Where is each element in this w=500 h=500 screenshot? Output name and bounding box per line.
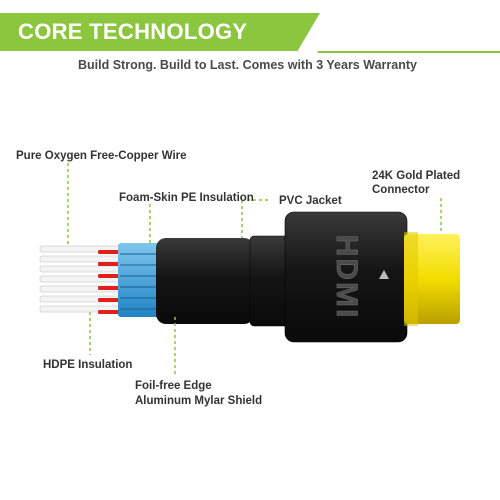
gold-connector-front: [404, 232, 418, 326]
leader-lines: [67, 163, 442, 377]
red-tip: [98, 262, 120, 266]
red-tip: [98, 310, 120, 314]
foil-label-line2: Aluminum Mylar Shield: [135, 395, 262, 407]
tagline-rule: [317, 51, 500, 53]
foil-label-line1: Foil-free Edge: [135, 380, 212, 392]
copper-wire-label: Pure Oxygen Free-Copper Wire: [16, 150, 187, 162]
plug-arrow-icon: [379, 270, 389, 279]
page-title: CORE TECHNOLOGY: [18, 19, 248, 44]
red-tip: [98, 298, 120, 302]
red-copper-tips: [98, 250, 120, 314]
red-tip: [98, 274, 120, 278]
foam-skin-label: Foam-Skin PE Insulation: [119, 192, 254, 204]
gold-connector-label-line1: 24K Gold Plated: [372, 170, 460, 182]
foam-skin-insulation: [118, 243, 160, 317]
pvc-jacket: [156, 238, 254, 324]
hdpe-label: HDPE Insulation: [43, 359, 132, 371]
red-tip: [98, 286, 120, 290]
hdmi-logo: HDMI: [330, 235, 363, 320]
gold-connector-label-line2: Connector: [372, 184, 430, 196]
pvc-jacket-label: PVC Jacket: [279, 195, 342, 207]
warranty-tagline: Build Strong. Build to Last. Comes with …: [78, 58, 417, 72]
strain-relief: [249, 235, 291, 327]
red-tip: [98, 250, 120, 254]
header-banner: CORE TECHNOLOGY: [0, 13, 320, 51]
